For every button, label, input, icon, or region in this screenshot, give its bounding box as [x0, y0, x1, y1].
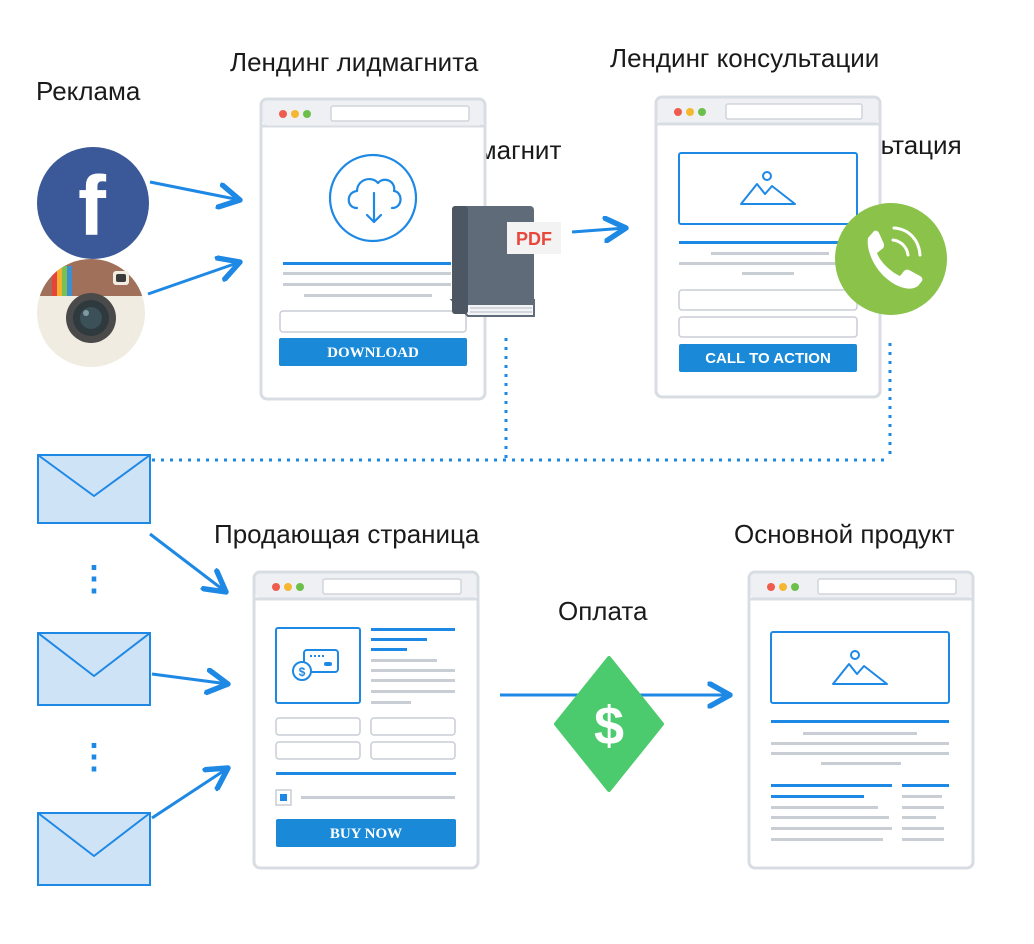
field-4[interactable]: [370, 741, 456, 760]
field-1[interactable]: [275, 717, 361, 736]
label-main-product: Основной продукт: [734, 519, 955, 549]
book-icon: PDF: [449, 206, 561, 317]
cloud-download-icon: [328, 153, 418, 243]
pdf-badge: [507, 222, 561, 254]
main-product-window: [747, 570, 975, 870]
image-placeholder-icon: [770, 631, 950, 704]
envelope-icon: [37, 812, 151, 886]
dollar-diamond-icon: $: [554, 656, 664, 792]
window-dot-green: [303, 110, 311, 118]
window-dot-red: [279, 110, 287, 118]
svg-text:$: $: [299, 665, 306, 679]
label-ads: Реклама: [36, 76, 141, 106]
label-payment: Оплата: [558, 596, 648, 626]
arrow-pdf-to-consult: [571, 228, 626, 232]
arrow-email2-to-sales: [151, 674, 228, 684]
image-placeholder-icon: [678, 152, 858, 225]
ellipsis-vertical-1: ⋮: [77, 560, 111, 598]
leadmagnet-landing-window: DOWNLOAD: [259, 97, 487, 401]
arrow-fb-to-landing: [149, 180, 240, 200]
facebook-letter: f: [78, 159, 107, 253]
ellipsis-vertical-2: ⋮: [77, 738, 111, 776]
email-field[interactable]: [279, 310, 467, 333]
arrow-ig-to-landing: [147, 262, 240, 296]
consult-landing-window: CALL TO ACTION: [654, 95, 882, 399]
address-bar: [330, 105, 470, 122]
buy-now-label: BUY NOW: [330, 826, 402, 842]
envelope-icon: [37, 454, 151, 524]
label-leadmagnet-landing: Лендинг лидмагнита: [230, 47, 479, 77]
download-button[interactable]: DOWNLOAD: [279, 338, 467, 366]
call-to-action-button[interactable]: CALL TO ACTION: [679, 344, 857, 372]
call-to-action-label: CALL TO ACTION: [705, 350, 831, 367]
checkbox-icon[interactable]: [275, 789, 292, 806]
name-field[interactable]: [678, 289, 858, 311]
sales-page-window: $ BUY NOW: [252, 570, 480, 870]
window-dot-yellow: [291, 110, 299, 118]
field-2[interactable]: [370, 717, 456, 736]
pdf-badge-label: PDF: [516, 229, 552, 249]
buy-now-button[interactable]: BUY NOW: [276, 819, 456, 847]
phone-icon: [835, 203, 947, 315]
field-3[interactable]: [275, 741, 361, 760]
credit-card-icon: $: [275, 627, 361, 704]
dotted-connector: [152, 338, 892, 462]
arrow-email1-to-sales: [149, 532, 226, 592]
label-consult-landing: Лендинг консультации: [610, 43, 879, 73]
label-sales-page: Продающая страница: [214, 519, 480, 549]
envelope-icon: [37, 632, 151, 706]
download-button-label: DOWNLOAD: [327, 345, 419, 361]
instagram-icon: [37, 259, 145, 367]
facebook-icon: f: [37, 147, 149, 259]
phone-field[interactable]: [678, 316, 858, 338]
arrow-email3-to-sales: [151, 768, 228, 820]
dollar-sign: $: [594, 696, 624, 756]
